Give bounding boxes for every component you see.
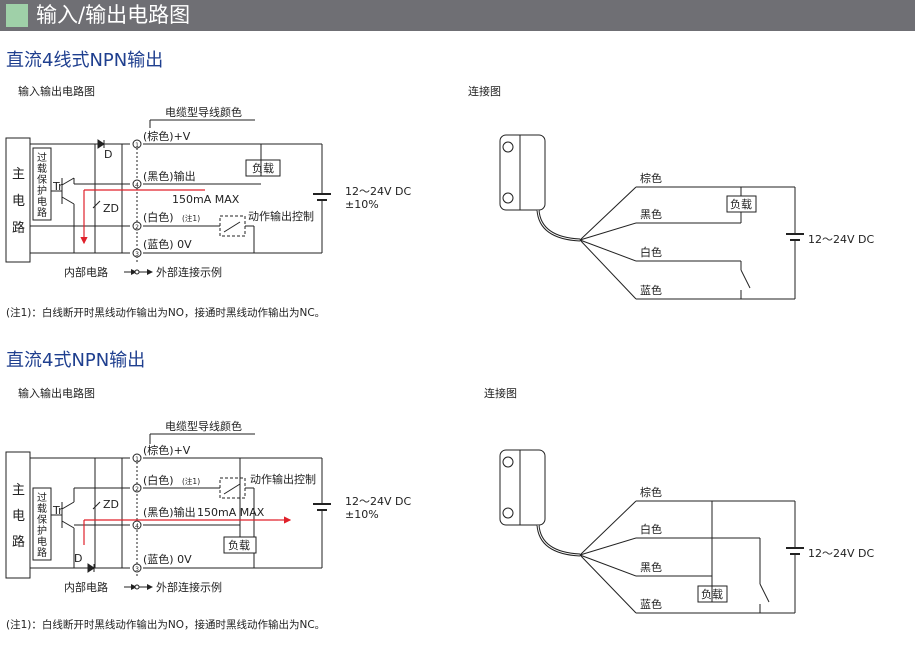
wire-label-brown: (棕色)+V <box>143 129 191 143</box>
tr-label: Tr <box>52 504 63 517</box>
connection-diagram-1 <box>499 134 804 300</box>
zd-label: ZD <box>103 498 119 511</box>
wire-black: 黑色 <box>640 207 662 221</box>
supply-tolerance: ±10% <box>345 198 379 211</box>
pin-label: 4 <box>135 182 139 189</box>
page-title: 输入/输出电路图 <box>36 3 191 27</box>
supply-voltage: 12～24V DC <box>808 233 874 246</box>
protection-char: 保 <box>37 173 47 186</box>
current-label: 150mA MAX <box>172 193 240 206</box>
pin-label: 3 <box>135 566 139 573</box>
supply-voltage: 12～24V DC <box>345 185 411 198</box>
load-label: 负载 <box>701 587 723 601</box>
connection-labels-1: 棕色 黑色 白色 蓝色 负载 12～24V DC <box>640 171 874 297</box>
pin-label: 3 <box>135 251 139 258</box>
supply-voltage: 12～24V DC <box>808 547 874 560</box>
protection-char: 路 <box>37 546 47 559</box>
io-heading-1: 输入输出电路图 <box>18 85 95 98</box>
cable-color-label: 电缆型导线颜色 <box>165 419 242 433</box>
internal-label: 内部电路 <box>64 580 108 594</box>
circuit-labels-2: 电缆型导线颜色 主 电 路 过 载 保 护 电 路 Tr ZD D (棕色)+V… <box>12 419 411 594</box>
main-circuit-char: 路 <box>12 220 25 236</box>
wire-black: 黑色 <box>640 560 662 574</box>
action-control-label: 动作输出控制 <box>248 209 314 223</box>
circuit-pins-2: 1 2 4 3 <box>132 453 142 590</box>
main-circuit-char: 路 <box>12 534 25 550</box>
pin-label: 1 <box>135 456 139 463</box>
protection-char: 护 <box>37 524 47 537</box>
action-control-label: 动作输出控制 <box>250 472 316 486</box>
load-label: 负载 <box>252 161 274 175</box>
main-circuit-char: 主 <box>12 483 25 498</box>
wire-brown: 棕色 <box>640 171 662 185</box>
wire-blue: 蓝色 <box>640 597 662 611</box>
circuit-pins-1: 1 4 2 3 <box>132 139 142 275</box>
protection-char: 过 <box>37 151 47 164</box>
wire-label-black: (黑色)输出 <box>143 505 196 519</box>
load-label: 负载 <box>228 538 250 552</box>
pin-label: 4 <box>135 523 139 530</box>
tr-label: Tr <box>52 180 63 193</box>
current-path-1 <box>80 189 205 245</box>
protection-char: 电 <box>37 535 47 548</box>
protection-char: 过 <box>37 491 47 504</box>
note-mark: (注1) <box>182 213 200 223</box>
protection-char: 载 <box>37 163 47 175</box>
main-circuit-char: 主 <box>12 167 25 182</box>
wire-label-black: (黑色)输出 <box>143 169 196 183</box>
supply-voltage: 12～24V DC <box>345 495 411 508</box>
note-1: (注1)：白线断开时黑线动作输出为NO，接通时黑线动作输出为NC。 <box>6 307 326 319</box>
wire-label-white: (白色) <box>143 473 174 487</box>
protection-char: 电 <box>37 195 47 208</box>
load-label: 负载 <box>730 197 752 211</box>
pin-label: 1 <box>135 142 139 149</box>
cable-color-label: 电缆型导线颜色 <box>165 105 242 119</box>
internal-label: 内部电路 <box>64 265 108 279</box>
connection-labels-2: 棕色 白色 黑色 蓝色 负载 12～24V DC <box>640 485 874 611</box>
zd-label: ZD <box>103 202 119 215</box>
circuit-diagram-2 <box>5 433 331 590</box>
note-mark: (注1) <box>182 476 200 486</box>
external-label: 外部连接示例 <box>156 580 222 594</box>
current-label: 150mA MAX <box>197 506 265 519</box>
banner-accent <box>6 4 28 27</box>
wire-blue: 蓝色 <box>640 283 662 297</box>
protection-char: 路 <box>37 206 47 219</box>
wire-label-blue: (蓝色) 0V <box>143 237 192 251</box>
wire-label-white: (白色) <box>143 210 174 224</box>
diode-label: D <box>74 552 82 565</box>
protection-char: 保 <box>37 513 47 526</box>
circuit-labels-1: 电缆型导线颜色 主 电 路 过 载 保 护 电 路 Tr ZD D (棕色)+V… <box>12 105 411 279</box>
section-title-1: 直流4线式NPN输出 <box>6 50 164 71</box>
protection-char: 护 <box>37 184 47 197</box>
diode-label: D <box>104 148 112 161</box>
conn-heading-2: 连接图 <box>484 387 517 400</box>
wire-label-brown: (棕色)+V <box>143 443 191 457</box>
wire-white: 白色 <box>640 522 662 536</box>
pin-label: 2 <box>135 224 139 231</box>
pin-label: 2 <box>135 486 139 493</box>
wire-white: 白色 <box>640 245 662 259</box>
wire-label-blue: (蓝色) 0V <box>143 552 192 566</box>
section-title-2: 直流4式NPN输出 <box>6 350 146 371</box>
connection-diagram-2 <box>499 449 804 614</box>
page-banner: 输入/输出电路图 <box>0 0 915 31</box>
wire-brown: 棕色 <box>640 485 662 499</box>
external-label: 外部连接示例 <box>156 265 222 279</box>
circuit-diagram-1 <box>5 119 331 275</box>
main-circuit-char: 电 <box>12 509 25 524</box>
io-heading-2: 输入输出电路图 <box>18 387 95 400</box>
supply-tolerance: ±10% <box>345 508 379 521</box>
protection-char: 载 <box>37 503 47 515</box>
main-circuit-char: 电 <box>12 194 25 209</box>
conn-heading-1: 连接图 <box>468 85 501 98</box>
note-2: (注1)：白线断开时黑线动作输出为NO，接通时黑线动作输出为NC。 <box>6 619 326 631</box>
current-path-2 <box>83 516 292 545</box>
